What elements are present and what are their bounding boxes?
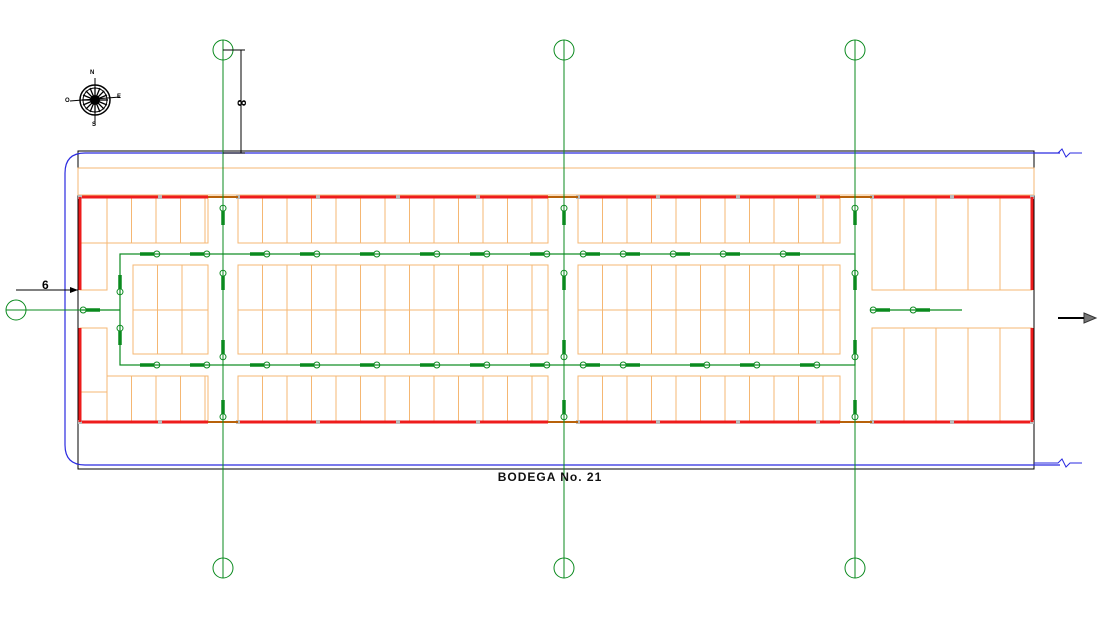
grid-axes — [5, 39, 866, 579]
route-arrow-head — [543, 361, 551, 369]
route-arrow-head — [560, 413, 568, 421]
column — [396, 420, 400, 424]
north-arrow-icon — [1083, 312, 1098, 324]
route-arrow-head — [579, 361, 587, 369]
compass-east-label: E — [117, 94, 122, 100]
route-arrow-head — [116, 324, 124, 332]
route-arrow-head — [579, 250, 587, 258]
route-arrow-head — [813, 361, 821, 369]
grid-bubble — [844, 39, 866, 61]
route-arrow-head — [909, 306, 917, 314]
column — [316, 420, 320, 424]
route-arrow-head — [263, 250, 271, 258]
stall-block — [79, 327, 108, 393]
grid-bubble — [844, 557, 866, 579]
route-arrow-head — [433, 250, 441, 258]
route-arrow-head — [560, 353, 568, 361]
column — [950, 195, 954, 199]
stall-block — [106, 196, 209, 244]
break-line — [1034, 458, 1082, 468]
route-arrow-head — [203, 361, 211, 369]
dimension-arrow — [70, 287, 78, 293]
route-arrow-head — [313, 361, 321, 369]
route-arrow-head — [219, 413, 227, 421]
route-arrow-head — [433, 361, 441, 369]
route-arrow-head — [869, 306, 877, 314]
route-arrow-head — [851, 413, 859, 421]
route-arrow-head — [203, 250, 211, 258]
route-arrow-head — [753, 361, 761, 369]
column — [656, 420, 660, 424]
grid-bubble — [212, 557, 234, 579]
route-arrow-head — [619, 250, 627, 258]
route-arrow-head — [483, 361, 491, 369]
route-arrow-head — [219, 269, 227, 277]
setback-strip — [77, 167, 1035, 196]
route-arrow-head — [719, 250, 727, 258]
stall-block — [871, 196, 1033, 291]
route-arrow-head — [669, 250, 677, 258]
grid-bubble — [553, 557, 575, 579]
stall-block — [577, 375, 841, 423]
column — [950, 420, 954, 424]
column — [656, 195, 660, 199]
stall-block — [577, 196, 841, 244]
route-arrow-head — [219, 204, 227, 212]
drawing-title: BODEGA No. 21 — [497, 470, 603, 484]
route-arrow-head — [779, 250, 787, 258]
compass-rose-icon — [69, 78, 121, 124]
route-arrow-head — [619, 361, 627, 369]
compass-north-label: N — [90, 70, 95, 76]
route-arrow-head — [851, 204, 859, 212]
route-arrow-head — [560, 204, 568, 212]
route-arrow-head — [116, 288, 124, 296]
column — [736, 420, 740, 424]
column — [158, 420, 162, 424]
compass-center — [90, 95, 100, 105]
route-arrow-head — [373, 361, 381, 369]
stall-block — [871, 327, 1033, 423]
compass-west-label: O — [65, 98, 70, 104]
walls — [78, 195, 1034, 424]
stall-block — [79, 242, 108, 291]
column — [316, 195, 320, 199]
dimension-label-left: 6 — [42, 278, 49, 292]
stall-block — [106, 375, 209, 423]
route-arrow-head — [483, 250, 491, 258]
column — [476, 195, 480, 199]
stall-block — [237, 196, 549, 244]
route-arrow-head — [313, 250, 321, 258]
stall-block — [237, 375, 549, 423]
route-arrow-head — [560, 269, 568, 277]
dimensions — [16, 49, 245, 293]
grid-bubble — [553, 39, 575, 61]
route-arrow-head — [263, 361, 271, 369]
circulation-route — [79, 204, 962, 421]
column — [476, 420, 480, 424]
route-arrow-head — [373, 250, 381, 258]
route-arrow-head — [153, 361, 161, 369]
route-arrow-head — [543, 250, 551, 258]
column — [736, 195, 740, 199]
column — [396, 195, 400, 199]
column — [816, 195, 820, 199]
break-line — [1034, 148, 1082, 158]
route-arrow-head — [851, 353, 859, 361]
column — [816, 420, 820, 424]
route-arrow-head — [79, 306, 87, 314]
route-arrow-head — [153, 250, 161, 258]
route-arrow-head — [851, 269, 859, 277]
route-arrow-head — [219, 353, 227, 361]
column — [158, 195, 162, 199]
property-line — [64, 152, 1060, 466]
dimension-label-top: 8 — [234, 99, 249, 107]
compass-south-label: S — [92, 122, 97, 128]
route-arrow-head — [703, 361, 711, 369]
